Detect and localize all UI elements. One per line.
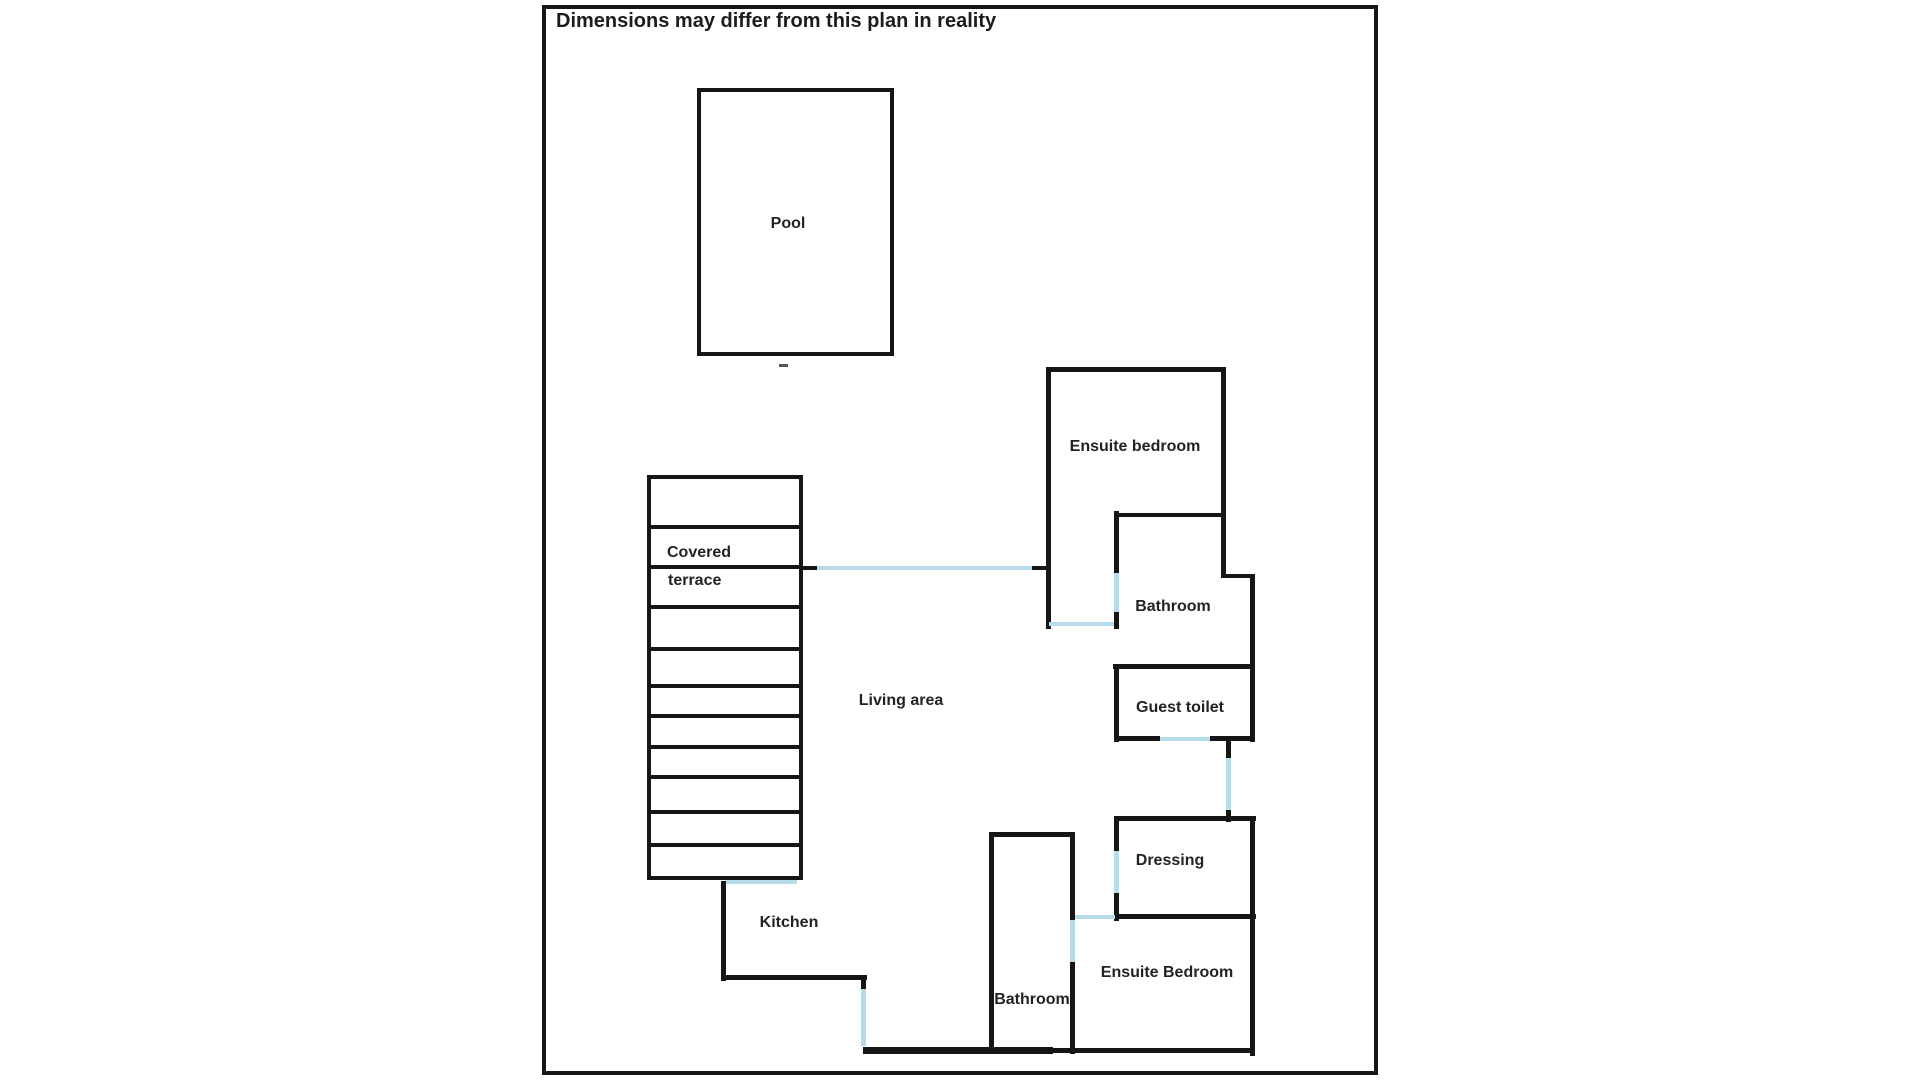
room-label-terrace: terrace (668, 572, 722, 589)
bathroom1-wall-top (1114, 513, 1226, 517)
room-label-bathroom-bottom: Bathroom (994, 991, 1070, 1008)
kitchen-wall-bottom (721, 975, 867, 980)
room-label-ensuite-bedroom-top: Ensuite bedroom (1069, 438, 1201, 455)
dressing-wall-right (1250, 816, 1255, 1056)
living-area-opening-marker (817, 566, 1032, 570)
terrace-slat (649, 605, 801, 609)
bathroom2-wall-left (989, 832, 994, 1054)
kitchen-wall-tick (861, 975, 866, 989)
dressing-wall-bottom (1114, 914, 1256, 919)
plan-outer-boundary (542, 5, 1378, 1075)
opening-tick-right (1032, 566, 1048, 570)
room-label-ensuite-bedroom-bottom: Ensuite Bedroom (1100, 964, 1234, 981)
terrace-slat (649, 565, 801, 569)
room-label-dressing: Dressing (1135, 852, 1205, 869)
ensuite2-wall-left-upper (1070, 832, 1075, 920)
opening-tick-left (801, 566, 817, 570)
terrace-door-marker (725, 880, 797, 884)
divider-door-marker (1114, 573, 1119, 612)
guest-toilet-door-marker (1160, 737, 1210, 741)
connector-wall-upper (1226, 736, 1231, 758)
divider-wall-lower (1114, 612, 1119, 629)
room-label-bathroom-top: Bathroom (1135, 598, 1211, 615)
terrace-slat (649, 525, 801, 529)
terrace-slat (649, 775, 801, 779)
dressing-door-marker (1114, 851, 1119, 893)
terrace-slat (649, 843, 801, 847)
guest-toilet-wall-bottom-right (1210, 736, 1255, 741)
divider-wall-upper (1114, 511, 1119, 573)
bathroom1-wall-right-lower (1250, 574, 1255, 742)
dressing-wall-left-lower (1114, 893, 1119, 921)
terrace-slat (649, 745, 801, 749)
room-label-living-area: Living area (858, 692, 944, 709)
dressing-wall-top (1114, 816, 1256, 821)
ensuite2-left-door-marker (1070, 920, 1075, 962)
terrace-slat (649, 684, 801, 688)
house-wall-bottom-thick (863, 1047, 1053, 1054)
ensuite2-top-door-marker (1075, 915, 1115, 919)
kitchen-door-marker (861, 989, 866, 1046)
covered-terrace-outline (647, 475, 803, 880)
room-label-guest-toilet: Guest toilet (1135, 699, 1225, 716)
terrace-slat (649, 810, 801, 814)
ensuite2-wall-left-lower (1070, 962, 1075, 1054)
room-label-covered: Covered (667, 544, 732, 561)
ensuite1-wall-right (1221, 367, 1226, 519)
connector-opening-marker (1226, 758, 1231, 810)
pool-dash-mark (779, 364, 788, 367)
bathroom2-wall-top (989, 832, 1075, 837)
kitchen-wall-left (721, 881, 726, 981)
ensuite1-wall-left (1046, 367, 1051, 629)
guest-toilet-wall-left (1114, 664, 1119, 742)
dressing-wall-left-upper (1114, 816, 1119, 851)
bathroom1-wall-bottom (1113, 664, 1255, 669)
room-label-kitchen: Kitchen (759, 914, 819, 931)
room-label-pool: Pool (770, 215, 806, 232)
terrace-slat (649, 714, 801, 718)
house-wall-bottom-thin (1053, 1048, 1255, 1053)
plan-disclaimer-text: Dimensions may differ from this plan in … (556, 10, 997, 32)
guest-toilet-wall-bottom-left (1114, 736, 1160, 741)
ensuite1-bottom-door-marker (1049, 622, 1115, 626)
bathroom1-wall-step (1221, 574, 1255, 578)
pool-outline (697, 88, 894, 356)
ensuite1-wall-top (1046, 367, 1226, 372)
bathroom1-wall-right-upper (1221, 515, 1226, 578)
terrace-slat (649, 647, 801, 651)
